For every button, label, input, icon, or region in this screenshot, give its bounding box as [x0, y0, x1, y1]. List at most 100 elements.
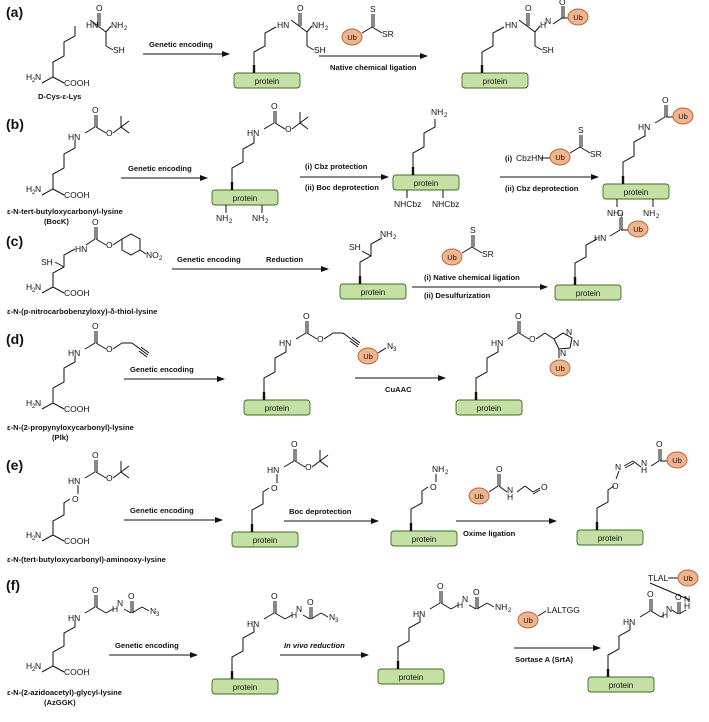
svg-text:HN: HN [247, 619, 259, 629]
svg-text:2: 2 [32, 190, 36, 196]
svg-text:O: O [559, 0, 566, 7]
svg-text:NH: NH [252, 213, 264, 223]
svg-text:N: N [150, 606, 156, 616]
svg-text:N: N [507, 485, 513, 495]
svg-text:2: 2 [656, 214, 660, 220]
svg-text:N: N [545, 16, 551, 26]
svg-text:NH: NH [432, 464, 444, 474]
svg-text:2: 2 [265, 219, 269, 225]
svg-text:O: O [656, 439, 663, 449]
panel-e-caption: ε-N-(tert-butyloxycarbonyl)-aminooxy-lys… [7, 555, 166, 564]
panel-c-step-3: (i) Native chemical ligation [424, 273, 520, 282]
svg-text:2: 2 [445, 470, 449, 476]
panel-e-step-3: Oxime ligation [463, 529, 516, 538]
panel-e-product: O N HN O [576, 439, 688, 546]
panel-d-intermediate: HN O O [243, 311, 361, 416]
panel-b-step-1: Genetic encoding [128, 164, 192, 173]
svg-text:O: O [128, 591, 135, 601]
svg-text:O: O [291, 439, 298, 449]
panel-b-step-3: (ii) Boc deprotection [305, 183, 379, 192]
panel-f-step-1: Genetic encoding [115, 641, 179, 650]
svg-text:N: N [615, 462, 621, 472]
panel-f-caption-2: (AzGGK) [44, 698, 76, 707]
svg-text:NH: NH [111, 20, 123, 30]
svg-text:H: H [641, 465, 647, 475]
panel-b-step-2: (i) Cbz protection [305, 162, 368, 171]
svg-text:SH: SH [542, 45, 554, 55]
svg-text:HN: HN [68, 613, 80, 623]
svg-text:N: N [560, 348, 566, 358]
svg-text:2: 2 [124, 26, 128, 32]
svg-text:HN: HN [623, 617, 635, 627]
panel-e-intermediate-1: O HN O O [231, 439, 329, 548]
svg-text:NHCbz: NHCbz [394, 199, 421, 209]
svg-text:O: O [271, 101, 278, 111]
svg-text:N: N [462, 594, 468, 604]
svg-text:HN: HN [68, 132, 80, 142]
svg-text:S: S [470, 225, 476, 235]
svg-text:O: O [437, 581, 444, 591]
svg-text:H: H [540, 20, 546, 30]
svg-text:SH: SH [113, 45, 125, 55]
panel-c-step-4: (ii) Desulfurization [424, 291, 491, 300]
svg-text:O: O [285, 124, 292, 134]
svg-text:O: O [612, 481, 619, 491]
panel-a-step-1: Genetic encoding [149, 40, 213, 49]
svg-text:NH: NH [495, 602, 507, 612]
panel-c-step-2: Reduction [266, 255, 303, 264]
svg-text:O: O [430, 482, 437, 492]
svg-text:HN: HN [86, 20, 98, 30]
svg-text:N: N [641, 458, 647, 468]
svg-text:N: N [387, 341, 393, 351]
panel-d-step-2: CuAAC [385, 385, 412, 394]
svg-text:SR: SR [590, 149, 602, 159]
svg-text:O: O [271, 591, 278, 601]
svg-text:NO: NO [146, 250, 159, 260]
svg-text:HN: HN [638, 122, 650, 132]
panel-f-ub-lalt: LALTGG [517, 605, 580, 629]
panel-f-product-tail: TLAL [648, 569, 699, 601]
svg-text:COOH: COOH [64, 667, 90, 677]
svg-text:N: N [573, 338, 579, 348]
svg-text:O: O [307, 597, 314, 607]
panel-d-caption-2: (Plk) [52, 433, 69, 442]
panel-f-product: HN O HN O HN [587, 589, 690, 693]
svg-text:O: O [297, 3, 304, 13]
svg-text:HN: HN [68, 348, 80, 358]
svg-text:O: O [106, 344, 113, 354]
svg-text:O: O [525, 3, 532, 13]
svg-text:N: N [35, 184, 41, 194]
svg-text:COOH: COOH [64, 288, 90, 298]
svg-text:N: N [35, 282, 41, 292]
svg-text:2: 2 [620, 214, 624, 220]
svg-text:O: O [647, 589, 654, 599]
panel-a-ub-thioester: S SR [341, 4, 394, 46]
panel-e-label: (e) [6, 457, 23, 473]
svg-text:3: 3 [335, 618, 339, 624]
panel-c-label: (c) [6, 233, 23, 249]
svg-text:O: O [303, 311, 310, 321]
svg-text:O: O [662, 95, 669, 105]
svg-text:SH: SH [314, 45, 326, 55]
svg-text:SH: SH [349, 242, 361, 252]
panel-a-caption: D-Cys-ε-Lys [38, 92, 81, 101]
svg-text:H: H [457, 600, 463, 610]
panel-a-label: (a) [6, 4, 23, 20]
svg-text:O: O [317, 334, 324, 344]
svg-text:TLAL: TLAL [648, 573, 669, 583]
svg-text:2: 2 [32, 536, 36, 542]
svg-text:N: N [35, 398, 41, 408]
svg-text:N: N [35, 530, 41, 540]
svg-text:O: O [106, 240, 113, 250]
